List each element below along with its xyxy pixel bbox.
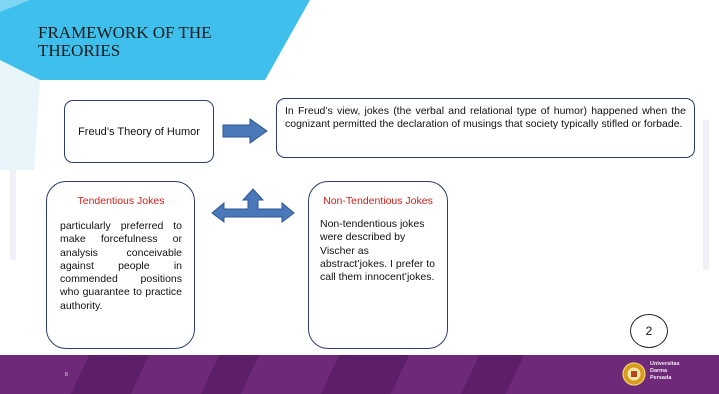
title-banner (0, 0, 310, 170)
background-stripe (10, 120, 16, 260)
page-number-text: 2 (645, 324, 653, 338)
freud-theory-box: Freud’s Theory of Humor (64, 100, 214, 163)
background-stripe (703, 120, 709, 270)
footer-bar: 8 (0, 355, 719, 394)
university-name-line-3: Persada (650, 375, 672, 381)
freud-theory-label: Freud’s Theory of Humor (78, 125, 200, 138)
tendentious-jokes-body: particularly preferred to make forcefuln… (60, 220, 182, 312)
non-tendentious-jokes-title: Non-Tendentious Jokes (323, 195, 433, 207)
university-seal-icon (622, 362, 646, 386)
university-name: Universitas Darma Persada (650, 361, 680, 382)
tendentious-jokes-title: Tendentious Jokes (77, 195, 165, 207)
university-name-line-2: Darma (650, 368, 668, 374)
footnote-number: 8 (65, 372, 68, 378)
non-tendentious-jokes-body: Non-tendentious jokes were described by … (320, 218, 435, 284)
university-name-line-1: Universitas (650, 361, 680, 367)
freud-description-text: In Freud’s view, jokes (the verbal and r… (285, 105, 686, 130)
three-way-arrow-icon (211, 188, 295, 223)
page-number: 2 (630, 314, 668, 348)
tendentious-jokes-card: Tendentious Jokes particularly preferred… (46, 181, 195, 349)
slide-title: FRAMEWORK OF THE THEORIES (38, 23, 212, 60)
right-arrow-icon (222, 118, 268, 144)
non-tendentious-jokes-card: Non-Tendentious Jokes Non-tendentious jo… (308, 181, 448, 349)
freud-description-box: In Freud’s view, jokes (the verbal and r… (276, 98, 695, 158)
